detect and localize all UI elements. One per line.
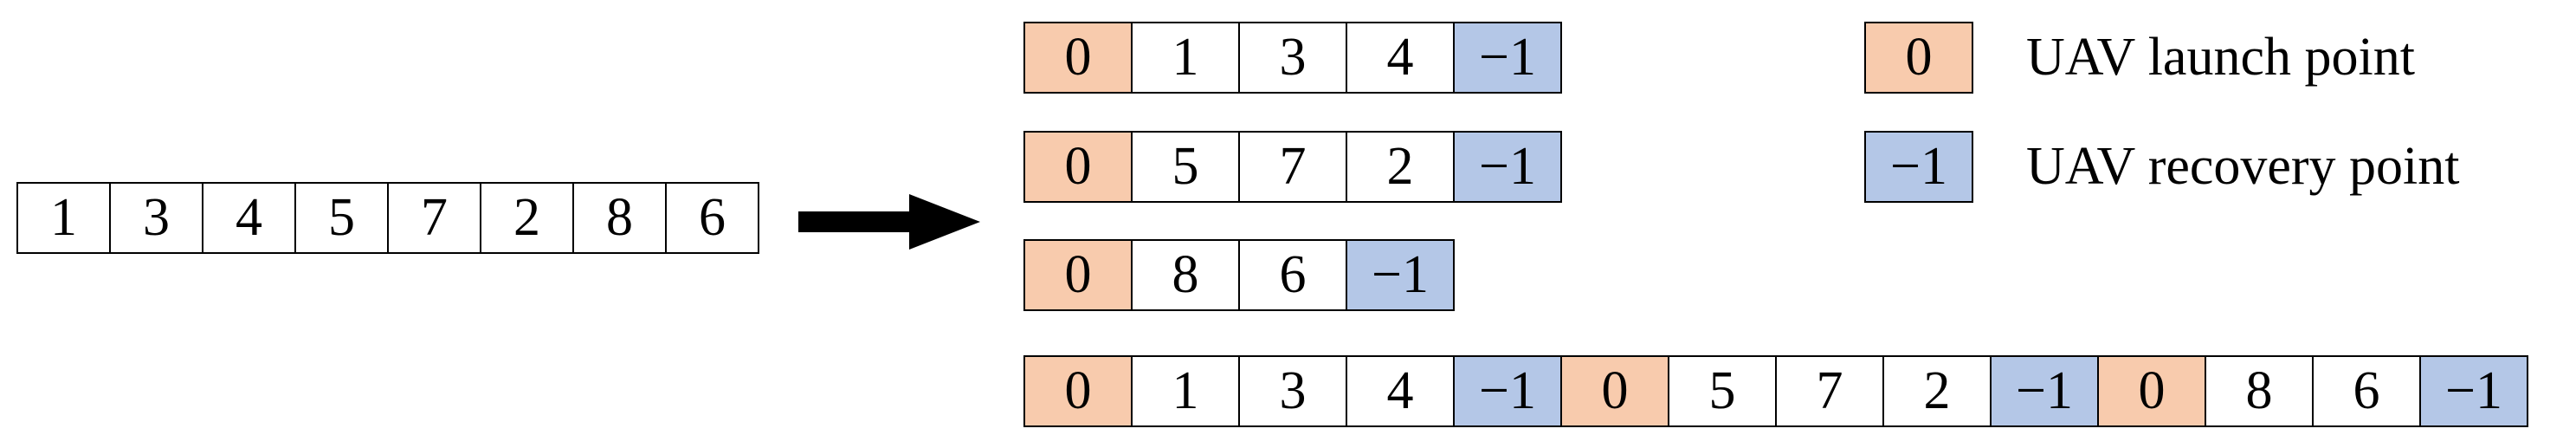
launch-point-cell: 0 bbox=[1023, 355, 1133, 427]
input-cell: 5 bbox=[294, 182, 389, 254]
input-cell: 2 bbox=[480, 182, 574, 254]
legend-launch-swatch: 0 bbox=[1864, 22, 1973, 94]
input-cell: 1 bbox=[16, 182, 111, 254]
route-cell: 7 bbox=[1238, 131, 1347, 203]
route-cell: 5 bbox=[1131, 131, 1240, 203]
route-cell: 6 bbox=[2312, 355, 2421, 427]
input-cell: 3 bbox=[109, 182, 203, 254]
recovery-point-cell: −1 bbox=[1453, 355, 1562, 427]
route-cell: 8 bbox=[1131, 239, 1240, 311]
route-3: 0 8 6 −1 bbox=[1023, 239, 1455, 311]
route-cell: 8 bbox=[2205, 355, 2314, 427]
launch-point-cell: 0 bbox=[1023, 22, 1133, 94]
route-cell: 2 bbox=[1346, 131, 1455, 203]
launch-point-cell: 0 bbox=[1023, 239, 1133, 311]
route-cell: 1 bbox=[1131, 355, 1240, 427]
route-cell: 4 bbox=[1346, 355, 1455, 427]
route-cell: 6 bbox=[1238, 239, 1347, 311]
route-1: 0 1 3 4 −1 bbox=[1023, 22, 1562, 94]
route-cell: 2 bbox=[1882, 355, 1992, 427]
launch-point-cell: 0 bbox=[2097, 355, 2206, 427]
route-cell: 4 bbox=[1346, 22, 1455, 94]
route-cell: 3 bbox=[1238, 22, 1347, 94]
launch-point-cell: 0 bbox=[1560, 355, 1669, 427]
route-cell: 3 bbox=[1238, 355, 1347, 427]
legend-recovery-swatch: −1 bbox=[1864, 131, 1973, 203]
input-sequence: 1 3 4 5 7 2 8 6 bbox=[16, 182, 759, 254]
input-cell: 6 bbox=[665, 182, 759, 254]
recovery-point-cell: −1 bbox=[2419, 355, 2528, 427]
route-2: 0 5 7 2 −1 bbox=[1023, 131, 1562, 203]
combined-route: 0 1 3 4 −1 0 5 7 2 −1 0 8 6 −1 bbox=[1023, 355, 2528, 427]
route-cell: 1 bbox=[1131, 22, 1240, 94]
input-cell: 4 bbox=[202, 182, 296, 254]
arrow-shape bbox=[798, 194, 980, 250]
route-cell: 5 bbox=[1668, 355, 1777, 427]
legend-recovery-label: UAV recovery point bbox=[2026, 137, 2460, 196]
right-arrow-icon bbox=[798, 194, 980, 250]
recovery-point-cell: −1 bbox=[1453, 22, 1562, 94]
recovery-point-cell: −1 bbox=[1346, 239, 1455, 311]
launch-point-cell: 0 bbox=[1023, 131, 1133, 203]
input-cell: 8 bbox=[572, 182, 667, 254]
input-cell: 7 bbox=[387, 182, 481, 254]
recovery-point-cell: −1 bbox=[1990, 355, 2099, 427]
route-cell: 7 bbox=[1775, 355, 1884, 427]
recovery-point-cell: −1 bbox=[1453, 131, 1562, 203]
legend-launch-label: UAV launch point bbox=[2026, 28, 2415, 87]
